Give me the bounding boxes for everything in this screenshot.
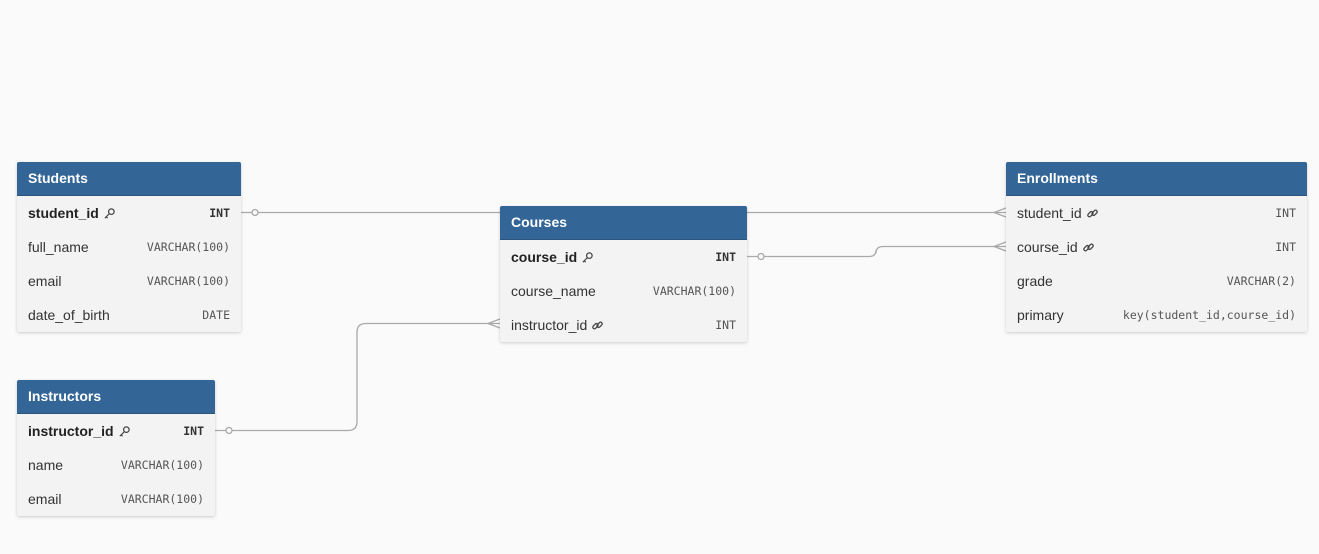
field-type: INT xyxy=(715,250,736,264)
table-title: Instructors xyxy=(17,380,215,414)
field-type: INT xyxy=(1275,206,1296,220)
many-end-marker xyxy=(486,318,501,329)
field-name: course_name xyxy=(511,283,596,299)
link-icon xyxy=(1082,241,1095,254)
field-row[interactable]: name VARCHAR(100) xyxy=(17,448,215,482)
connector-courses-enrollments xyxy=(747,245,1006,258)
link-icon xyxy=(1086,207,1099,220)
field-row[interactable]: email VARCHAR(100) xyxy=(17,264,241,298)
field-name: student_id xyxy=(28,205,99,221)
table-title: Students xyxy=(17,162,241,196)
key-icon xyxy=(118,425,131,438)
field-row[interactable]: student_id INT xyxy=(17,196,241,230)
field-name: name xyxy=(28,457,64,473)
table-title: Courses xyxy=(500,206,747,240)
table-title: Enrollments xyxy=(1006,162,1307,196)
field-name: primary xyxy=(1017,307,1064,323)
many-end-marker xyxy=(992,207,1007,218)
one-end-marker xyxy=(251,208,259,217)
field-row[interactable]: instructor_id INT xyxy=(17,414,215,448)
field-type: INT xyxy=(183,424,204,438)
field-row[interactable]: primary key(student_id,course_id) xyxy=(1006,298,1307,332)
field-type: VARCHAR(100) xyxy=(146,240,230,254)
field-row[interactable]: grade VARCHAR(2) xyxy=(1006,264,1307,298)
field-name: email xyxy=(28,491,62,507)
field-name: email xyxy=(28,273,62,289)
field-row[interactable]: full_name VARCHAR(100) xyxy=(17,230,241,264)
one-end-marker xyxy=(225,426,233,435)
table-instructors[interactable]: Instructors instructor_id INT name VARCH… xyxy=(17,380,215,516)
field-name: grade xyxy=(1017,273,1053,289)
field-row[interactable]: date_of_birth DATE xyxy=(17,298,241,332)
field-row[interactable]: course_id INT xyxy=(1006,230,1307,264)
one-end-marker xyxy=(757,252,765,261)
many-end-marker xyxy=(992,241,1007,252)
field-type: INT xyxy=(209,206,230,220)
field-type: VARCHAR(100) xyxy=(120,458,204,472)
key-icon xyxy=(103,207,116,220)
field-name: student_id xyxy=(1017,205,1082,221)
field-type: VARCHAR(2) xyxy=(1226,274,1296,288)
field-name: course_id xyxy=(1017,239,1078,255)
field-row[interactable]: course_name VARCHAR(100) xyxy=(500,274,747,308)
table-enrollments[interactable]: Enrollments student_id INT course_id INT… xyxy=(1006,162,1307,332)
field-row[interactable]: student_id INT xyxy=(1006,196,1307,230)
field-name: date_of_birth xyxy=(28,307,110,323)
field-row[interactable]: course_id INT xyxy=(500,240,747,274)
field-type: VARCHAR(100) xyxy=(146,274,230,288)
field-name: full_name xyxy=(28,239,89,255)
table-students[interactable]: Students student_id INT full_name VARCHA… xyxy=(17,162,241,332)
field-name: course_id xyxy=(511,249,578,265)
field-type: INT xyxy=(1275,240,1296,254)
field-type: INT xyxy=(715,318,736,332)
field-type: VARCHAR(100) xyxy=(652,284,736,298)
field-name: instructor_id xyxy=(511,317,588,333)
field-type: VARCHAR(100) xyxy=(120,492,204,506)
field-name: instructor_id xyxy=(28,423,114,439)
table-courses[interactable]: Courses course_id INT course_name VARCHA… xyxy=(500,206,747,342)
key-icon xyxy=(581,251,594,264)
field-row[interactable]: email VARCHAR(100) xyxy=(17,482,215,516)
field-row[interactable]: instructor_id INT xyxy=(500,308,747,342)
field-type: DATE xyxy=(202,308,230,322)
field-type: key(student_id,course_id) xyxy=(1122,308,1296,322)
link-icon xyxy=(591,319,604,332)
connector-instructors-courses xyxy=(215,322,500,432)
